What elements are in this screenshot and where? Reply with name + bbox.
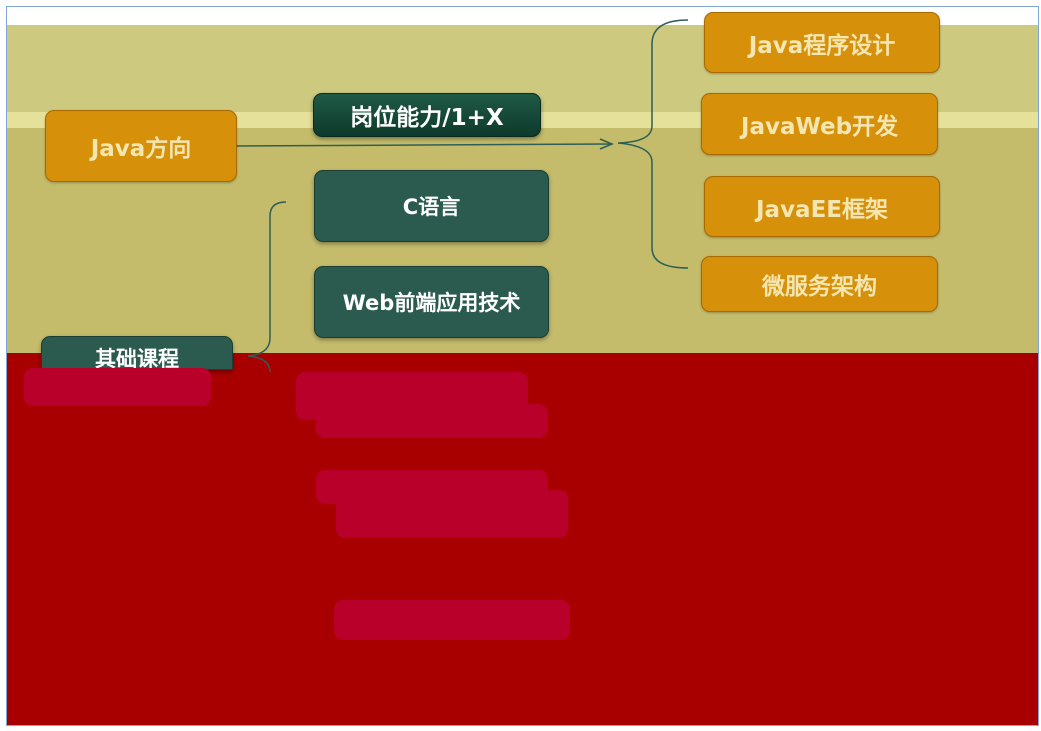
course-node-web-frontend: Web前端应用技术 <box>314 266 549 338</box>
target-label: 微服务架构 <box>762 274 877 300</box>
course-label: C语言 <box>402 195 461 219</box>
target-label: Java程序设计 <box>748 32 896 59</box>
basic-courses-label: 其础课程 <box>95 347 179 370</box>
ghost-node <box>24 368 211 406</box>
job-ability-label: 岗位能力/1+X <box>350 105 504 131</box>
ghost-node <box>336 490 568 538</box>
basic-courses-node: 其础课程 <box>41 336 233 370</box>
job-ability-label-node: 岗位能力/1+X <box>313 93 541 137</box>
course-label: Web前端应用技术 <box>342 291 521 315</box>
target-node-microservices: 微服务架构 <box>701 256 938 312</box>
target-node-java-programming: Java程序设计 <box>704 12 940 73</box>
target-node-javaee: JavaEE框架 <box>704 176 940 237</box>
target-label: JavaEE框架 <box>755 196 888 223</box>
target-label: JavaWeb开发 <box>740 114 899 140</box>
java-direction-node: Java方向 <box>45 110 237 182</box>
java-direction-label: Java方向 <box>90 136 192 162</box>
course-node-c-language: C语言 <box>314 170 549 242</box>
ghost-node <box>334 600 570 640</box>
ghost-node <box>316 404 548 438</box>
target-node-javaweb: JavaWeb开发 <box>701 93 938 155</box>
